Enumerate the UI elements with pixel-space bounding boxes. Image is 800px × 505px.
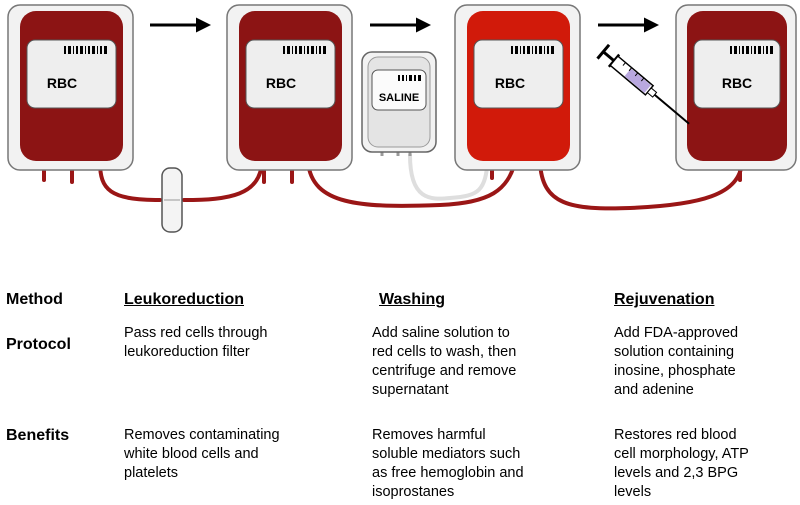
rbc-bag-4: RBC bbox=[675, 4, 797, 171]
method-heading-leukoreduction: Leukoreduction bbox=[124, 291, 245, 308]
bag-label: RBC bbox=[266, 75, 296, 91]
barcode-icon bbox=[64, 46, 107, 54]
leukoreduction-filter-icon bbox=[161, 167, 183, 233]
rbc-bag-1: RBC bbox=[7, 4, 134, 171]
process-diagram: RBC RBC SALINE RBC bbox=[7, 4, 797, 233]
saline-bag: SALINE bbox=[361, 51, 437, 153]
saline-label: SALINE bbox=[379, 92, 419, 104]
rbc-bag-2: RBC bbox=[226, 4, 353, 171]
syringe-icon bbox=[596, 43, 690, 125]
row-label-benefits: Benefits bbox=[6, 427, 70, 444]
barcode-icon bbox=[283, 46, 326, 54]
row-label-method: Method bbox=[6, 291, 63, 308]
barcode-icon bbox=[730, 46, 773, 54]
method-heading-rejuvenation: Rejuvenation bbox=[614, 291, 715, 308]
row-label-protocol: Protocol bbox=[6, 336, 71, 353]
rbc-bag-3: RBC bbox=[454, 4, 581, 171]
bag-label: RBC bbox=[495, 75, 525, 91]
tubing bbox=[42, 160, 744, 211]
barcode-icon bbox=[511, 46, 554, 54]
method-heading-washing: Washing bbox=[379, 291, 446, 308]
saline-tube bbox=[408, 153, 490, 201]
bag-label: RBC bbox=[47, 75, 77, 91]
barcode-icon bbox=[398, 75, 421, 81]
bag-label: RBC bbox=[722, 75, 752, 91]
